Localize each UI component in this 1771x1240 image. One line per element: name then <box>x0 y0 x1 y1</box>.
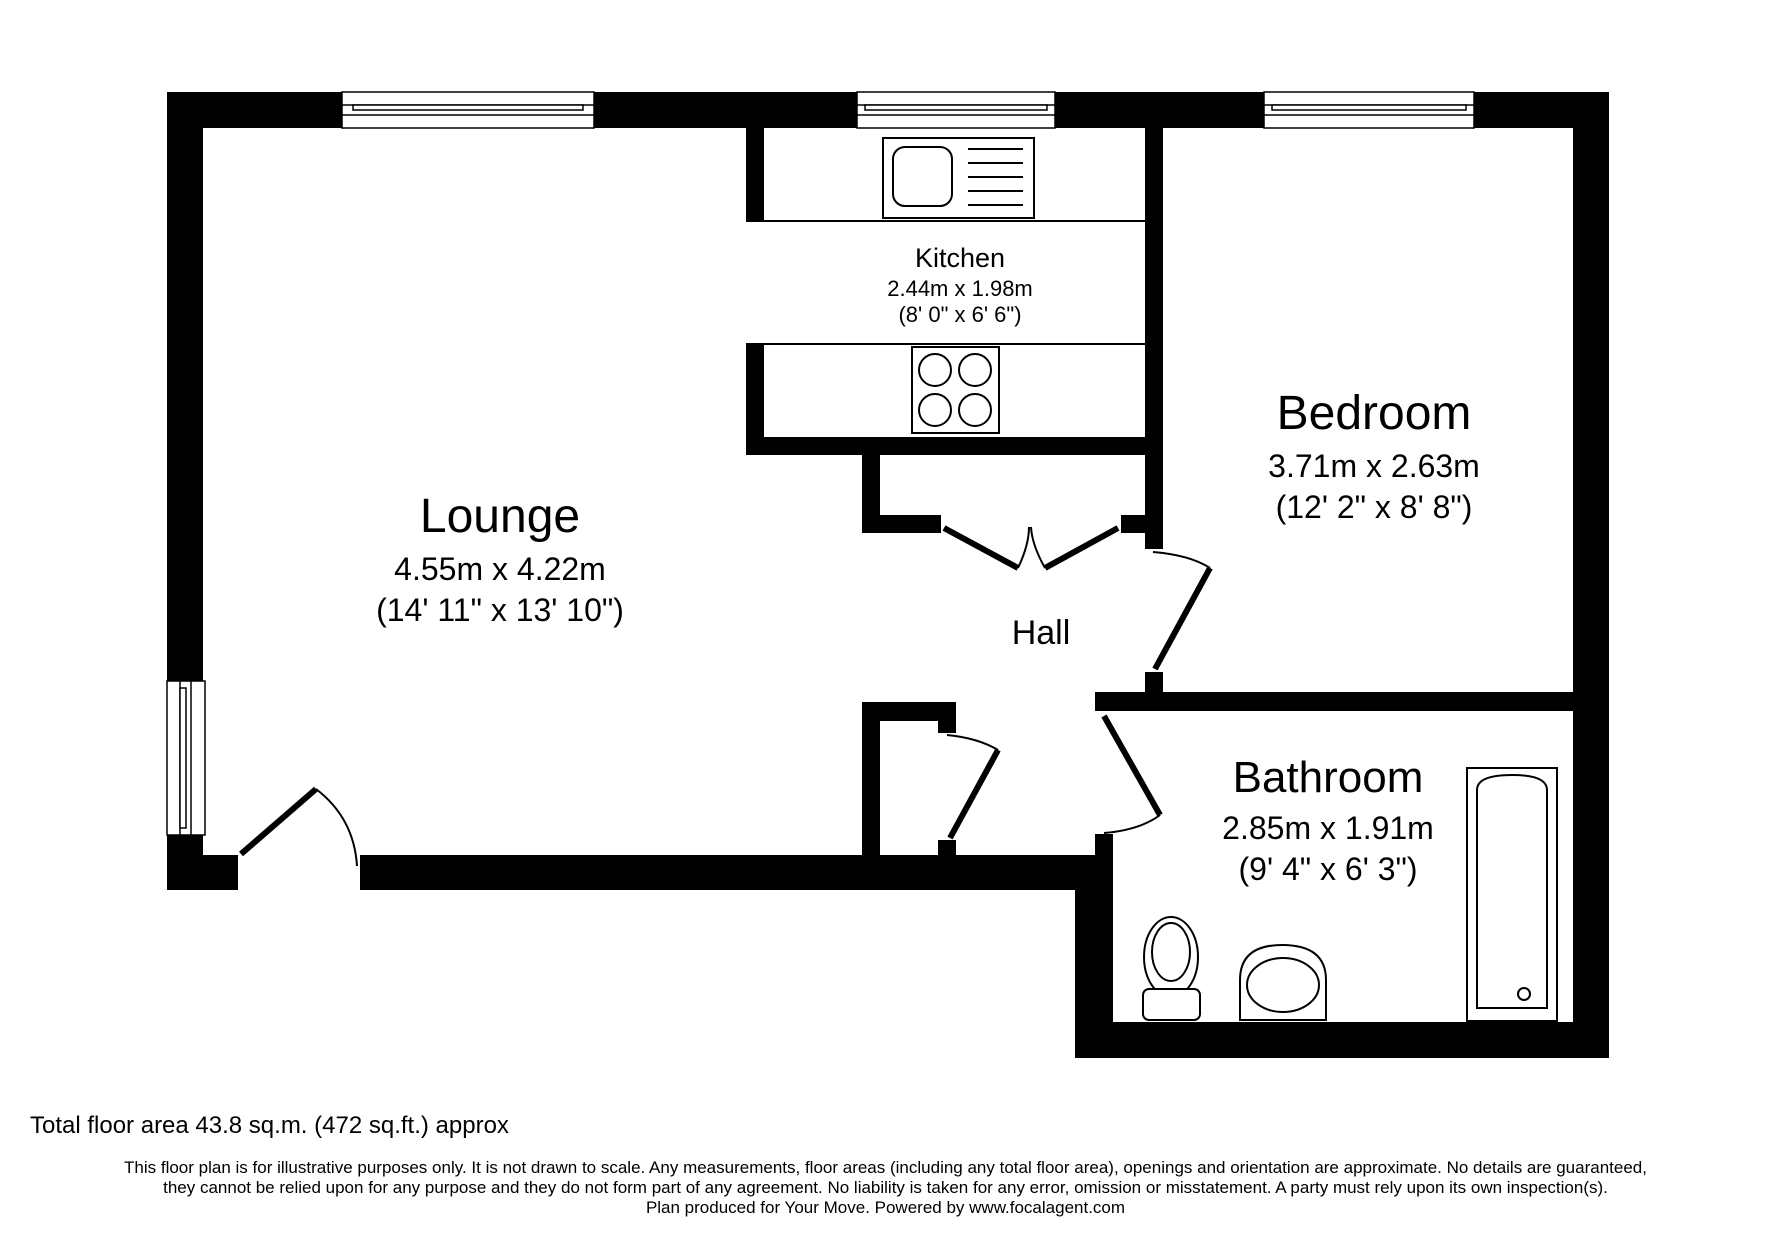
door-bedroom[interactable] <box>1152 551 1213 671</box>
total-floor-area: Total floor area 43.8 sq.m. (472 sq.ft.)… <box>30 1112 509 1139</box>
wall-kitchen-bedroom <box>1145 128 1163 549</box>
room-dimensions-metric: 2.44m x 1.98m <box>887 276 1033 301</box>
wall-bath-stub <box>1095 834 1113 855</box>
room-name: Bathroom <box>1232 753 1424 802</box>
wall-kitchen-left-upper <box>746 128 764 222</box>
doors <box>239 525 1213 867</box>
wall-cupboard2-stub-top <box>938 702 956 733</box>
wall-bathroom-bottom <box>1075 1022 1609 1058</box>
room-dimensions-metric: 2.85m x 1.91m <box>1222 810 1434 846</box>
wall-kitchen-left-lower <box>746 343 764 455</box>
room-label-hall: Hall <box>1012 616 1071 650</box>
window-lounge-left <box>166 680 206 836</box>
room-label-bathroom: Bathroom 2.85m x 1.91m (9' 4" x 6' 3") <box>1222 753 1434 887</box>
room-name: Hall <box>1011 614 1071 652</box>
wall-bottom-hall <box>360 855 1113 890</box>
door-entry[interactable] <box>239 786 358 867</box>
basin-icon <box>1239 943 1327 1021</box>
wall-bedroom-stub <box>1145 672 1163 692</box>
wall-cupboard2-stub-bottom <box>938 840 956 855</box>
wall-cupboard-stub-right <box>1121 515 1163 533</box>
wall-bedroom-bath <box>1095 692 1573 711</box>
wall-cupboard2-top <box>862 702 956 721</box>
wall-cupboard2-left <box>862 702 880 855</box>
toilet-icon <box>1142 916 1201 1021</box>
disclaimer-line: This floor plan is for illustrative purp… <box>124 1158 1647 1177</box>
room-dimensions-imperial: (12' 2" x 8' 8") <box>1275 489 1473 525</box>
window-lounge-top <box>341 91 595 129</box>
wall-kitchen-bottom <box>746 437 1163 455</box>
window-kitchen-top <box>856 91 1056 129</box>
room-label-lounge: Lounge 4.55m x 4.22m (14' 11" x 13' 10") <box>376 490 624 628</box>
door-cupboard-double[interactable] <box>942 525 1120 571</box>
wall-bottom-lounge <box>167 855 238 890</box>
wall-right <box>1573 92 1609 1058</box>
door-bathroom[interactable] <box>1101 714 1163 834</box>
room-name: Bedroom <box>1276 387 1472 440</box>
room-name: Kitchen <box>914 243 1006 273</box>
room-dimensions-metric: 4.55m x 4.22m <box>394 551 606 587</box>
disclaimer-line: they cannot be relied upon for any purpo… <box>163 1178 1608 1197</box>
windows <box>166 91 1475 836</box>
sink-unit-icon <box>882 137 1035 219</box>
bath-icon <box>1466 767 1558 1022</box>
room-dimensions-metric: 3.71m x 2.63m <box>1268 448 1480 484</box>
room-label-bedroom: Bedroom 3.71m x 2.63m (12' 2" x 8' 8") <box>1268 387 1480 525</box>
room-dimensions-imperial: (14' 11" x 13' 10") <box>376 592 624 628</box>
room-dimensions-imperial: (9' 4" x 6' 3") <box>1238 851 1418 887</box>
hob-icon <box>911 346 1000 434</box>
room-name: Lounge <box>419 490 581 543</box>
disclaimer-line: Plan produced for Your Move. Powered by … <box>645 1198 1126 1217</box>
door-cupboard-lower[interactable] <box>946 734 1001 840</box>
kitchen-counters <box>764 220 1145 345</box>
disclaimer: This floor plan is for illustrative purp… <box>0 1158 1771 1218</box>
room-label-kitchen: Kitchen 2.44m x 1.98m (8' 0" x 6' 6") <box>887 245 1033 326</box>
wall-cupboard-stub-left <box>862 515 941 533</box>
wall-cupboard-left <box>862 455 880 533</box>
room-dimensions-imperial: (8' 0" x 6' 6") <box>898 302 1022 327</box>
window-bedroom-top <box>1263 91 1475 129</box>
